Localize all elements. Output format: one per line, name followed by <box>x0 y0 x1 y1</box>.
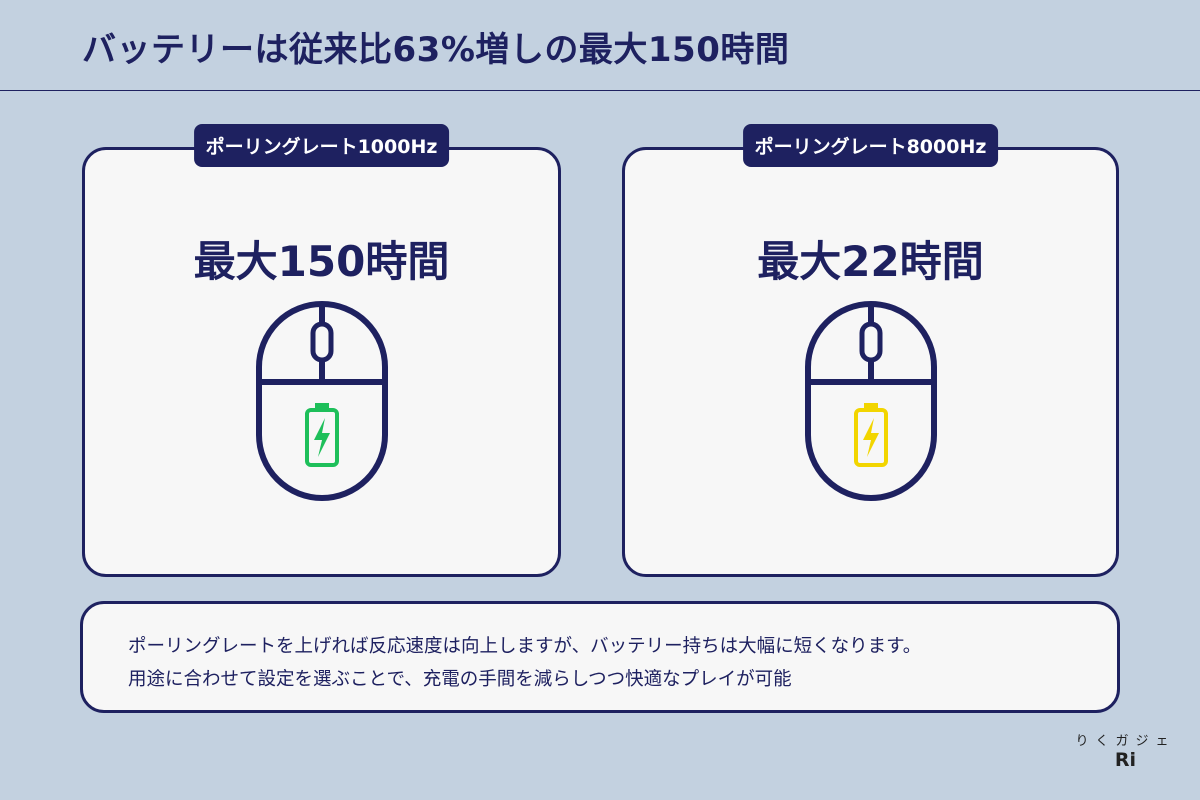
logo-kana: りくガジェ <box>1075 734 1176 749</box>
battery-life-value: 最大22時間 <box>757 237 984 286</box>
mouse-battery-full-icon <box>255 301 388 501</box>
card-1000hz: ポーリングレート1000Hz 最大150時間 <box>82 124 561 577</box>
logo-mark: Ri <box>1114 749 1137 771</box>
polling-rate-tag: ポーリングレート1000Hz <box>193 124 450 167</box>
page-title: バッテリーは従来比63%増しの最大150時間 <box>82 30 790 70</box>
divider <box>0 90 1200 91</box>
explanation-box: ポーリングレートを上げれば反応速度は向上しますが、バッテリー持ちは大幅に短くなり… <box>80 601 1120 713</box>
note-line: 用途に合わせて設定を選ぶことで、充電の手間を減らしつつ快適なプレイが可能 <box>128 669 792 690</box>
polling-rate-tag: ポーリングレート8000Hz <box>742 124 999 167</box>
card-8000hz: ポーリングレート8000Hz 最大22時間 <box>622 124 1119 577</box>
mouse-battery-medium-icon <box>804 301 937 501</box>
note-line: ポーリングレートを上げれば反応速度は向上しますが、バッテリー持ちは大幅に短くなり… <box>128 636 922 657</box>
brand-logo: りくガジェ Ri <box>1068 730 1183 771</box>
battery-life-value: 最大150時間 <box>193 237 450 286</box>
